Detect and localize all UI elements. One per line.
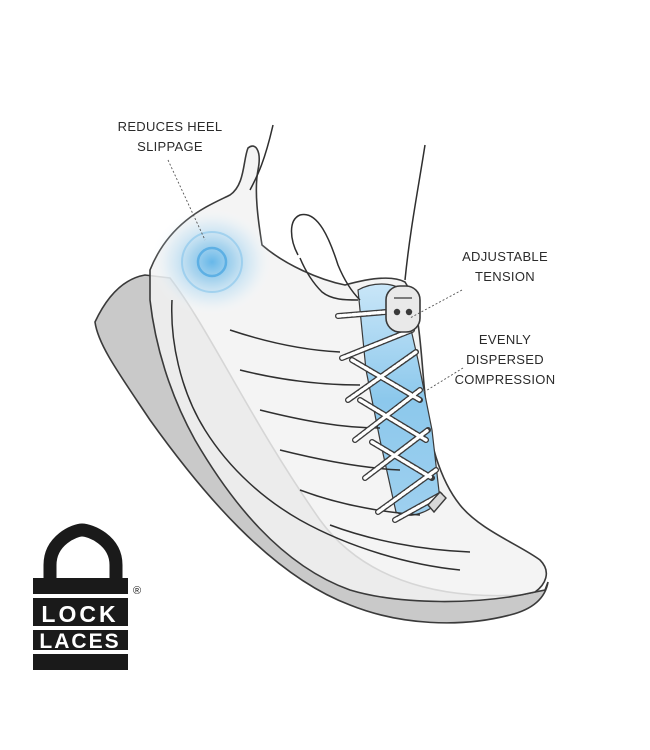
heel-glow-ring xyxy=(196,246,228,278)
callout-tension-line2: TENSION xyxy=(475,269,535,284)
callout-compression-line2: DISPERSED xyxy=(466,352,544,367)
logo-word-top: LOCK xyxy=(41,601,118,627)
lace-tip-icon xyxy=(427,490,447,514)
callout-leaders xyxy=(167,159,464,393)
callout-heel: REDUCES HEEL SLIPPAGE xyxy=(100,117,240,157)
heel-glow-ring-outer xyxy=(181,231,243,293)
callout-tension-line1: ADJUSTABLE xyxy=(462,249,548,264)
callout-heel-line2: SLIPPAGE xyxy=(137,139,203,154)
callout-tension: ADJUSTABLE TENSION xyxy=(440,247,570,287)
callout-heel-line1: REDUCES HEEL xyxy=(117,119,223,134)
lock-laces-logo-icon: LOCK LACES ® xyxy=(33,523,141,670)
logo-word-bottom: LACES xyxy=(39,630,120,653)
callout-compression-line1: EVENLY xyxy=(478,332,532,347)
callout-compression: EVENLY DISPERSED COMPRESSION xyxy=(440,330,570,390)
lock-toggle-icon xyxy=(385,285,421,333)
callout-compression-line3: COMPRESSION xyxy=(454,372,556,387)
foot-outline xyxy=(171,124,471,571)
heel-glow-icon xyxy=(150,207,274,317)
registered-mark: ® xyxy=(133,585,141,597)
